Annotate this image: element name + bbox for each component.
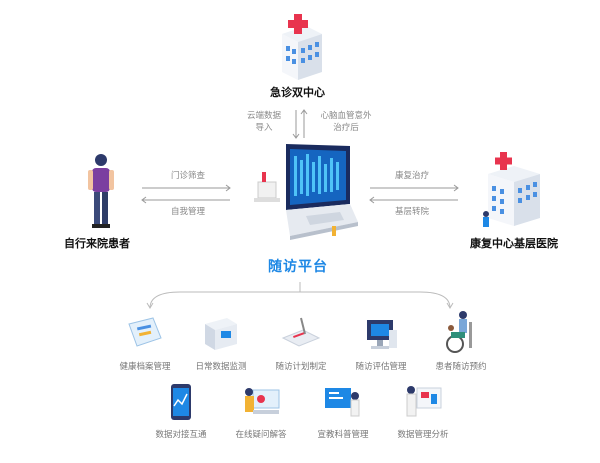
flow-label-self-management: 自我管理 [170,207,205,217]
left-arrows [140,184,232,204]
data-analysis-icon [401,382,445,422]
feature-label: 宣教科普管理 [317,430,369,440]
emergency-hospital-icon [272,12,332,82]
feature-label: 健康档案管理 [119,362,171,372]
platform-title: 随访平台 [268,259,328,275]
feature-label: 随访评估管理 [355,362,407,372]
feature-plan: 随访计划制定 [256,314,346,372]
feature-data-monitor: 日常数据监测 [176,314,266,372]
feature-online-qa: 在线疑问解答 [216,382,306,440]
platform-laptop-icon [250,142,360,242]
platform-bracket [140,278,460,310]
flow-label-outpatient-screening: 门诊筛查 [170,171,205,181]
patient-label: 自行来院患者 [64,237,130,250]
rehab-center-label: 康复中心基层医院 [470,237,558,250]
online-qa-icon [239,382,283,422]
feature-label: 日常数据监测 [195,362,247,372]
flow-label-rehab-treatment: 康复治疗 [394,171,429,181]
patient-person-icon [86,152,116,230]
rehab-hospital-icon [478,150,548,230]
plan-checklist-icon [279,314,323,354]
health-record-icon [123,314,167,354]
feature-data-exchange: 数据对接互通 [136,382,226,440]
feature-assessment: 随访评估管理 [336,314,426,372]
feature-education: 宣教科普管理 [298,382,388,440]
flow-label-after-treatment: 心脑血管意外治疗后 [320,111,372,133]
flow-label-cloud-import: 云端数据导入 [246,111,281,133]
feature-label: 随访计划制定 [275,362,327,372]
vertical-arrows [290,108,310,140]
right-arrows [368,184,460,204]
education-board-icon [321,382,365,422]
mobile-data-icon [159,382,203,422]
feature-appointment: 患者随访预约 [416,310,506,372]
feature-label: 数据对接互通 [155,430,207,440]
data-monitor-icon [199,314,243,354]
wheelchair-appointment-icon [439,310,483,354]
flow-label-primary-transfer: 基层转院 [394,207,429,217]
feature-health-record: 健康档案管理 [100,314,190,372]
feature-data-analysis: 数据管理分析 [378,382,468,440]
emergency-center-label: 急诊双中心 [270,86,325,99]
feature-label: 在线疑问解答 [235,430,287,440]
feature-label: 数据管理分析 [397,430,449,440]
feature-label: 患者随访预约 [435,362,487,372]
assessment-screen-icon [359,314,403,354]
